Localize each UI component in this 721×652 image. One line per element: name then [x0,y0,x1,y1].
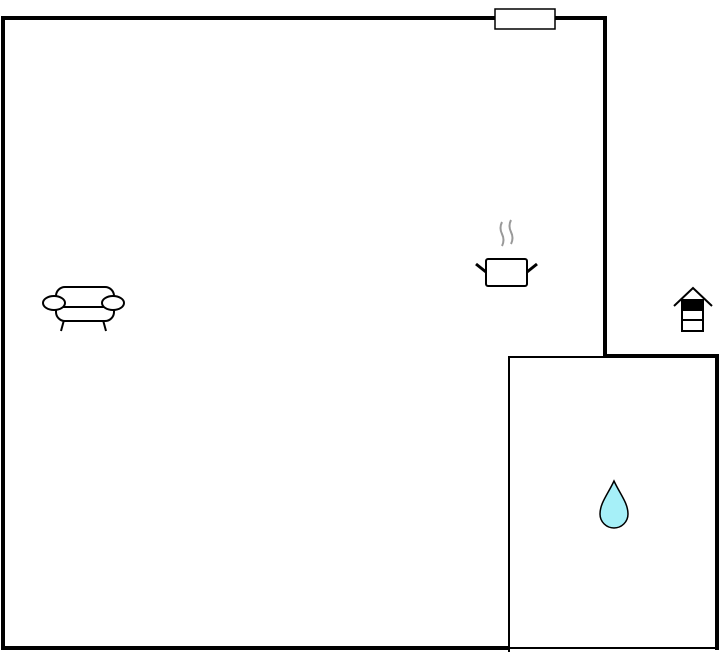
water-drop-icon [599,479,629,529]
stairs-icon [673,286,713,332]
cooking-pot-icon [475,219,538,287]
bathroom-walls [508,356,717,652]
sofa-icon [42,286,125,332]
window [494,8,556,30]
outer-walls [1,16,719,650]
